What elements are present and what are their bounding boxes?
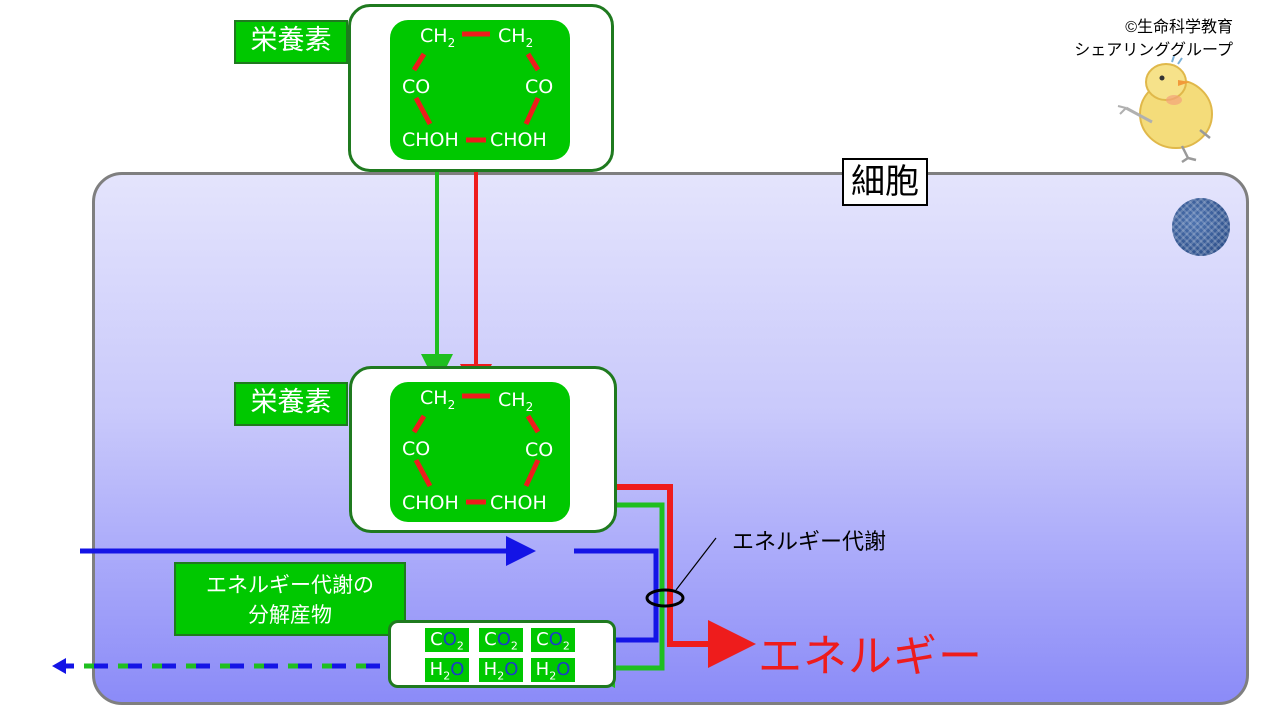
cell-label: 細胞 [842, 158, 928, 206]
energy-label: エネルギー [758, 631, 983, 682]
nutrient-outside-label: 栄養素 [234, 20, 348, 64]
co2-arrow [574, 548, 659, 655]
h2o-chip: H2O [531, 658, 575, 683]
co2-chip: CO2 [425, 628, 469, 653]
atom-choh-right: CHOH [490, 492, 547, 514]
atom-co-right: CO [525, 439, 554, 461]
atom-choh-left: CHOH [402, 129, 459, 151]
nutrient-outside-molecule [390, 20, 570, 160]
metabolism-marker [645, 588, 685, 608]
atom-choh-left: CHOH [402, 492, 459, 514]
exhaust-arrowhead [52, 658, 66, 674]
atom-ch2-left: CH2 [420, 387, 456, 412]
atom-choh-right: CHOH [490, 129, 547, 151]
products-label: エネルギー代謝の 分解産物 [174, 562, 406, 636]
co2-chip: CO2 [479, 628, 523, 653]
metabolism-label: エネルギー代謝 [732, 530, 887, 555]
nucleus-icon [1172, 198, 1230, 256]
atom-co-left: CO [402, 76, 431, 98]
nutrient-inside-bonds [411, 393, 541, 505]
water-arrow [575, 502, 665, 688]
metabolism-pointer [675, 537, 717, 591]
atom-co-left: CO [402, 438, 431, 460]
atom-ch2-right: CH2 [498, 25, 534, 50]
atom-ch2-left: CH2 [420, 25, 456, 50]
h2o-chip: H2O [479, 658, 523, 683]
co2-chip: CO2 [531, 628, 575, 653]
credit: ©生命科学教育 シェアリンググループ [1074, 16, 1233, 62]
atom-co-right: CO [525, 76, 554, 98]
chick-mascot-icon [1117, 56, 1213, 164]
nutrient-inside-label: 栄養素 [234, 382, 348, 426]
h2o-chip: H2O [425, 658, 469, 683]
nutrient-outside-bonds [411, 31, 541, 143]
nutrient-inside-molecule [390, 382, 570, 522]
atom-ch2-right: CH2 [498, 389, 534, 414]
credit-line-2: シェアリンググループ [1074, 42, 1233, 59]
products-label-line-2: 分解産物 [248, 603, 332, 627]
products-label-line-1: エネルギー代謝の [206, 573, 374, 597]
products-box: CO2 CO2 CO2 H2O H2O H2O [388, 620, 616, 688]
credit-line-1: ©生命科学教育 [1125, 19, 1233, 36]
